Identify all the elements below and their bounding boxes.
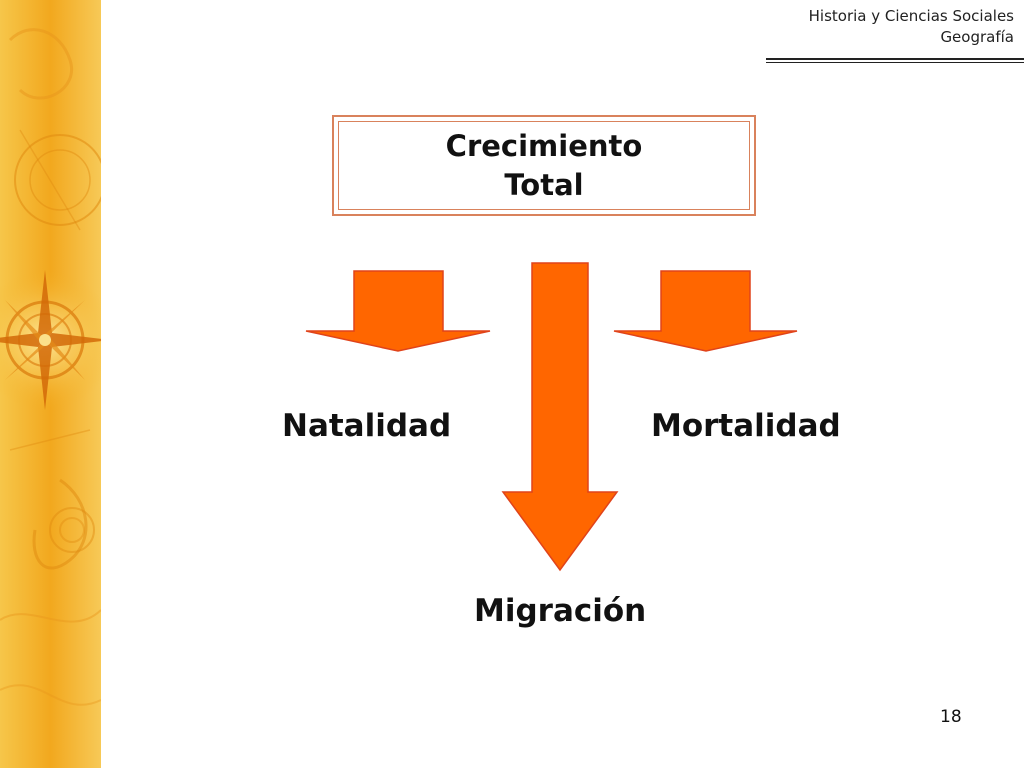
arrow-down-right-icon (613, 270, 798, 352)
label-migracion: Migración (474, 593, 647, 629)
course-subtitle: Geografía (940, 28, 1014, 46)
diagram-title-line-1: Crecimiento (445, 128, 643, 163)
diagram-title-box: Crecimiento Total (332, 115, 756, 216)
arrow-down-center-icon (501, 262, 619, 572)
course-title: Historia y Ciencias Sociales (808, 7, 1014, 25)
compass-decoration-icon (0, 0, 101, 768)
label-natalidad: Natalidad (282, 408, 452, 444)
arrow-down-left-icon (305, 270, 491, 352)
decorative-side-strip (0, 0, 101, 768)
diagram-title: Crecimiento Total (334, 117, 754, 214)
page-number: 18 (940, 707, 962, 727)
label-mortalidad: Mortalidad (651, 408, 841, 444)
diagram-title-line-2: Total (504, 167, 584, 202)
header-divider (766, 58, 1024, 63)
diagram-title-box-inner-border (338, 121, 750, 210)
header: Historia y Ciencias Sociales Geografía (809, 6, 1014, 48)
